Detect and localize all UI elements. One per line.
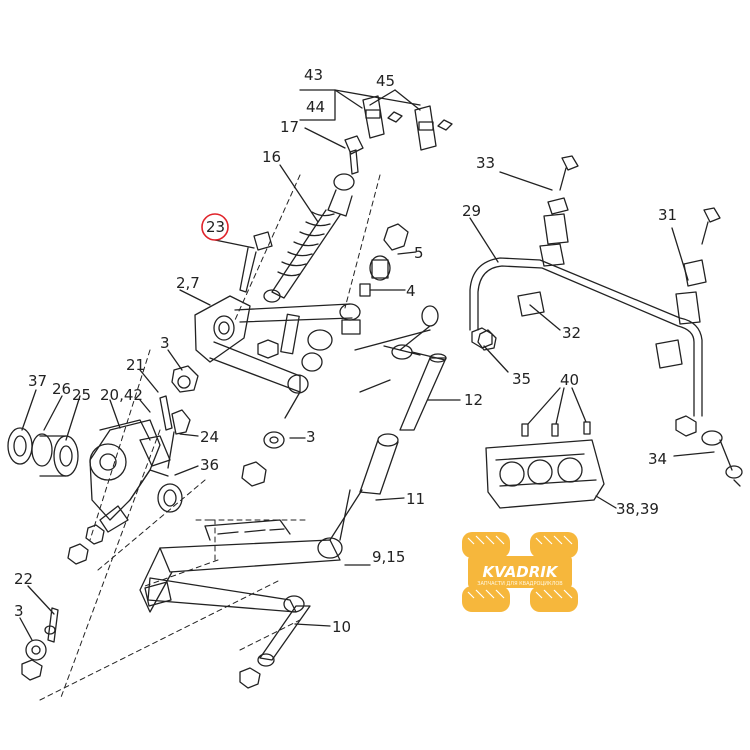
label-4: 4 — [406, 282, 416, 300]
label-40: 40 — [560, 371, 579, 389]
part-nut-3b — [241, 431, 306, 487]
logo-treads — [467, 535, 573, 599]
part-bolt-23 — [214, 231, 273, 293]
label-22: 22 — [14, 570, 33, 588]
part-bolt-31 — [671, 207, 721, 325]
label-3-lower: 3 — [14, 602, 24, 620]
part-bolts-40 — [521, 387, 591, 437]
part-nut-35 — [471, 327, 509, 373]
part-stab-link-upper — [383, 305, 446, 361]
part-bolt-24 — [167, 409, 199, 469]
label-34: 34 — [648, 450, 667, 468]
part-shaft-bushings — [284, 329, 431, 419]
part-shaft-12 — [399, 353, 461, 431]
label-26: 26 — [52, 380, 71, 398]
part-sleeve-4 — [359, 283, 406, 297]
label-25: 25 — [72, 386, 91, 404]
part-stab-link-34 — [673, 415, 743, 487]
part-nuts-left — [67, 524, 105, 565]
part-sleeve-11 — [329, 433, 405, 541]
part-shaft-10 — [239, 605, 331, 689]
label-33: 33 — [476, 154, 495, 172]
part-bolt-33 — [499, 155, 579, 267]
part-bolt-17 — [304, 127, 364, 175]
part-bearing-25 — [39, 395, 81, 477]
logo-subtext: ЗАПЧАСТИ ДЛЯ КВАДРОЦИКЛОВ — [477, 581, 563, 587]
label-29: 29 — [462, 202, 481, 220]
logo-text: KVADRIK — [482, 563, 558, 581]
label-21: 21 — [126, 356, 145, 374]
label-31: 31 — [658, 206, 677, 224]
label-3-upper: 3 — [160, 334, 170, 352]
label-45: 45 — [376, 72, 395, 90]
part-bushing-32 — [517, 291, 683, 369]
label-9-15: 9,15 — [372, 548, 405, 566]
diagram-parts — [7, 89, 743, 701]
part-brackets-43-45 — [299, 89, 453, 151]
label-3-middle: 3 — [306, 428, 316, 446]
label-20-42: 20,42 — [100, 386, 143, 404]
label-16: 16 — [262, 148, 281, 166]
part-nut-small — [257, 339, 279, 359]
part-bushing-5 — [369, 223, 417, 281]
assembly-lines — [39, 174, 381, 701]
label-17: 17 — [280, 118, 299, 136]
label-2-7: 2,7 — [176, 274, 200, 292]
label-38-39: 38,39 — [616, 500, 659, 518]
label-23: 23 — [206, 218, 225, 236]
kvadrik-logo: KVADRIK ЗАПЧАСТИ ДЛЯ КВАДРОЦИКЛОВ — [462, 532, 578, 612]
label-12: 12 — [464, 391, 483, 409]
label-36: 36 — [200, 456, 219, 474]
highlight-circle-23 — [201, 213, 229, 241]
part-ring-26 — [31, 395, 63, 467]
part-shock-16 — [263, 164, 355, 303]
label-5: 5 — [414, 244, 424, 262]
callout-labels: 43 44 45 17 16 23 5 4 2,7 3 21 37 26 25 … — [14, 66, 677, 636]
part-stabilizer-29 — [469, 217, 703, 417]
part-knuckle-2042 — [89, 399, 171, 533]
part-upper-arm-27 — [179, 289, 361, 393]
part-skid-plate-3839 — [485, 439, 617, 509]
label-24: 24 — [200, 428, 219, 446]
label-11: 11 — [406, 490, 425, 508]
label-44: 44 — [306, 98, 325, 116]
part-bolt-21 — [139, 369, 173, 431]
label-37: 37 — [28, 372, 47, 390]
label-32: 32 — [562, 324, 581, 342]
part-lower-arm-915 — [139, 519, 371, 613]
label-35: 35 — [512, 370, 531, 388]
label-10: 10 — [332, 618, 351, 636]
part-bolt-22 — [27, 585, 59, 643]
part-nut-3c — [19, 617, 47, 681]
part-nut-3a — [167, 349, 199, 393]
part-ring-36 — [157, 465, 199, 513]
label-43: 43 — [304, 66, 323, 84]
